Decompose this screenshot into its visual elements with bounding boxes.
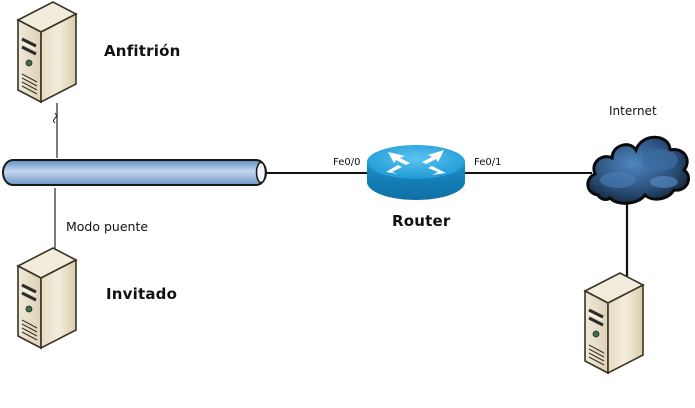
bridge-mode-label: Modo puente [66,219,149,234]
guest-label: Invitado [106,285,178,303]
cloud-icon [586,135,690,205]
interface-fe0-0-label: Fe0/0 [333,157,361,168]
router-icon [367,145,465,200]
link-lines [53,103,629,282]
ethernet-bus-pipe [2,159,267,186]
internet-label: Internet [609,104,657,118]
server-tower-icon [16,246,78,350]
server-tower-icon [583,271,645,375]
interface-fe0-1-label: Fe0/1 [474,157,502,168]
host-label: Anfitrión [104,42,181,60]
server-tower-icon [16,0,78,104]
router-label: Router [392,212,451,230]
link-host-bus-squiggle [53,112,57,124]
